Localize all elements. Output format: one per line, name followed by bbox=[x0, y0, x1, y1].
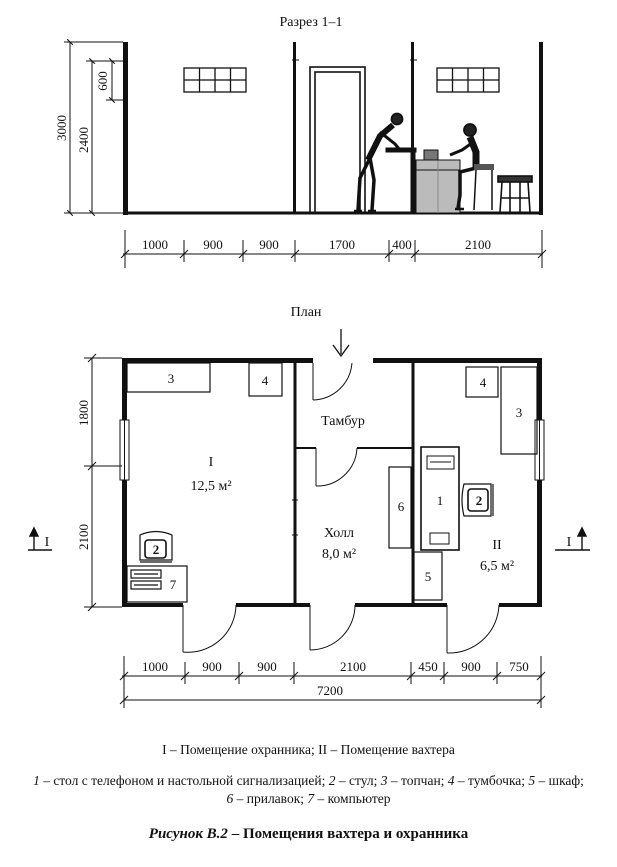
section-window-left bbox=[183, 67, 247, 93]
section-title: Разрез 1–1 bbox=[280, 15, 343, 30]
legend-num: 2 bbox=[328, 773, 336, 788]
chair-2-right bbox=[461, 483, 494, 517]
furniture-label: 3 bbox=[516, 405, 523, 420]
section-height-dims bbox=[64, 38, 123, 217]
furniture-label: 4 bbox=[480, 375, 487, 390]
plan-dim-1: 1000 bbox=[142, 659, 168, 674]
table-1 bbox=[420, 446, 460, 551]
legend-text: – прилавок; bbox=[233, 791, 308, 806]
legend-line-2: 6 – прилавок; 7 – компьютер bbox=[0, 790, 617, 808]
room-1-number: I bbox=[209, 455, 214, 470]
furniture-label: 2 bbox=[153, 542, 160, 557]
plan-dim-4: 2100 bbox=[340, 659, 366, 674]
section-dim-5: 400 bbox=[392, 237, 412, 252]
plan-dim-5: 450 bbox=[418, 659, 438, 674]
cabinet-5 bbox=[413, 551, 443, 601]
nightstand-4-right bbox=[465, 366, 499, 398]
legend-rooms: I – Помещение охранника; II – Помещение … bbox=[0, 741, 617, 759]
furniture-label: 5 bbox=[425, 569, 432, 584]
cut-mark-left-label: I bbox=[45, 535, 50, 550]
desk-7 bbox=[126, 565, 188, 603]
section-door bbox=[309, 66, 366, 214]
figure-title: – Помещения вахтера и охранника bbox=[227, 826, 469, 842]
room-2-number: II bbox=[492, 538, 502, 553]
furniture-label: 4 bbox=[262, 373, 269, 388]
section-dim-1: 1000 bbox=[142, 237, 168, 252]
plan-outer-walls bbox=[122, 358, 542, 607]
plan-vertical-dims bbox=[84, 353, 122, 612]
furniture-label: 7 bbox=[170, 577, 177, 592]
architectural-drawing: Разрез 1–1 bbox=[28, 15, 590, 708]
room-2-area: 6,5 м² bbox=[480, 559, 514, 574]
room-1-area: 12,5 м² bbox=[190, 479, 231, 494]
cut-mark-right-label: I bbox=[567, 535, 572, 550]
legend-text: – стол с телефоном и настольной сигнализ… bbox=[39, 773, 329, 788]
section-window-right bbox=[436, 67, 500, 93]
legend-line-1: 1 – стол с телефоном и настольной сигнал… bbox=[0, 772, 617, 790]
plan-total-width: 7200 bbox=[317, 683, 343, 698]
hall-name: Холл bbox=[324, 526, 354, 541]
figure-number: Рисунок В.2 bbox=[148, 826, 228, 842]
furniture-room-2 bbox=[388, 366, 538, 601]
section-dim-6: 2100 bbox=[465, 237, 491, 252]
plan-title: План bbox=[291, 305, 322, 320]
cut-mark-right bbox=[555, 526, 590, 551]
furniture-label: 3 bbox=[168, 371, 175, 386]
legend-num: 5 bbox=[528, 773, 536, 788]
entry-arrow-icon bbox=[332, 329, 350, 358]
legend-text: – тумбочка; bbox=[454, 773, 529, 788]
plan-horizontal-dims bbox=[119, 656, 546, 708]
furniture-label: 6 bbox=[398, 499, 405, 514]
legend-text: – шкаф; bbox=[535, 773, 584, 788]
furniture-label: 1 bbox=[437, 493, 444, 508]
legend-furniture: 1 – стол с телефоном и настольной сигнал… bbox=[0, 772, 617, 808]
section-dim-3: 900 bbox=[259, 237, 279, 252]
counter-6 bbox=[388, 466, 412, 549]
plan-windows bbox=[119, 419, 545, 481]
legend-text: – стул; bbox=[335, 773, 381, 788]
vestibule-name: Тамбур bbox=[321, 414, 365, 429]
bench-3-left bbox=[126, 362, 211, 393]
cut-mark-left bbox=[28, 526, 52, 551]
section-dim-4: 1700 bbox=[329, 237, 355, 252]
plan-vdim-2: 2100 bbox=[76, 524, 91, 550]
section-counter bbox=[385, 147, 417, 213]
legend-num: 6 bbox=[226, 791, 234, 806]
section-left-wall bbox=[123, 42, 128, 215]
legend-text: – компьютер bbox=[314, 791, 391, 806]
plan-dim-7: 750 bbox=[509, 659, 529, 674]
section-height-window: 600 bbox=[95, 71, 110, 91]
section-person-standing bbox=[354, 112, 404, 213]
legend-rooms-text: I – Помещение охранника; II – Помещение … bbox=[162, 742, 455, 757]
computer-icon bbox=[130, 569, 162, 590]
section-desk bbox=[415, 149, 461, 214]
plan-dim-6: 900 bbox=[461, 659, 481, 674]
hall-area: 8,0 м² bbox=[322, 547, 356, 562]
section-dim-2: 900 bbox=[203, 237, 223, 252]
bench-3-right bbox=[500, 366, 538, 455]
section-right-wall bbox=[539, 42, 543, 215]
plan-vdim-1: 1800 bbox=[76, 400, 91, 426]
section-stool bbox=[497, 175, 533, 213]
nightstand-4-left bbox=[248, 362, 283, 397]
section-height-total: 3000 bbox=[54, 115, 69, 141]
section-person-seated bbox=[449, 123, 494, 211]
plan-dim-3: 900 bbox=[257, 659, 277, 674]
plan-interior-walls bbox=[292, 363, 415, 603]
section-view: Разрез 1–1 bbox=[54, 15, 547, 268]
legend-num: 3 bbox=[380, 773, 388, 788]
plan-doors bbox=[182, 362, 500, 654]
legend-num: 4 bbox=[447, 773, 455, 788]
plan-dim-2: 900 bbox=[202, 659, 222, 674]
legend-text: – топчан; bbox=[387, 773, 448, 788]
legend-num: 7 bbox=[307, 791, 315, 806]
section-height-wall: 2400 bbox=[76, 127, 91, 153]
furniture-room-1 bbox=[126, 362, 283, 603]
furniture-label: 2 bbox=[476, 493, 483, 508]
plan-view: План bbox=[28, 305, 590, 708]
chair-2-left bbox=[139, 530, 173, 563]
section-width-dims bbox=[120, 230, 547, 268]
legend-num: 1 bbox=[33, 773, 40, 788]
figure-caption: Рисунок В.2 – Помещения вахтера и охранн… bbox=[0, 826, 617, 843]
